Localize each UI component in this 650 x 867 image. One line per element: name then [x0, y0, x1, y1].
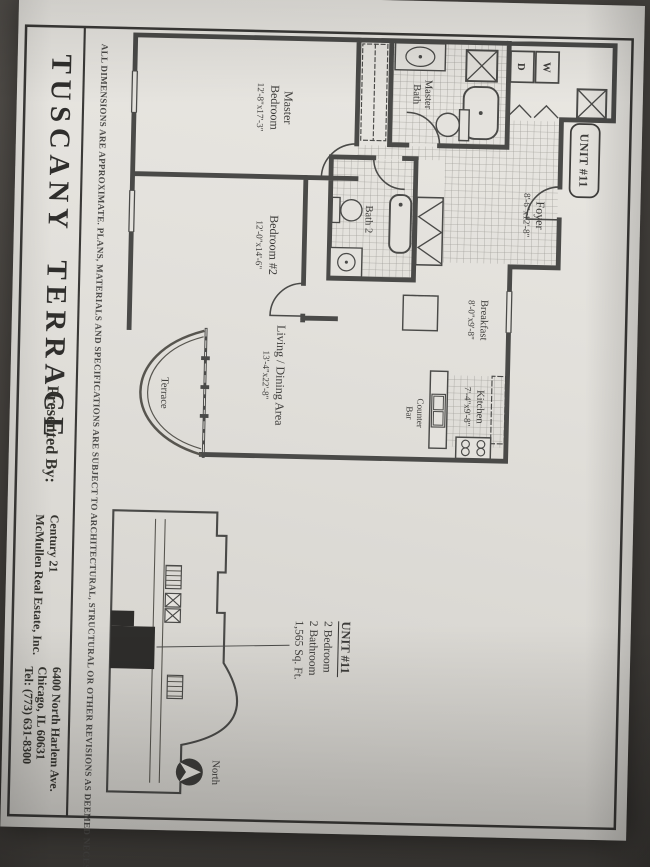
unit-floor-plan: W D — [126, 32, 618, 464]
terrace-railing-inner — [147, 336, 204, 450]
counter-bar-label-line2: Bar — [404, 406, 414, 419]
x-icon — [465, 49, 499, 83]
page-frame — [6, 24, 634, 831]
building-outline — [105, 509, 239, 795]
master-bedroom-label-line2: Bedroom — [267, 85, 282, 131]
bifold-doors-icon — [416, 200, 444, 265]
stairwells — [164, 564, 184, 700]
breakfast-dims: 8'-0"x9'-8" — [466, 300, 477, 340]
bedroom2-label: Bedroom #2 — [266, 215, 281, 275]
window-marks — [126, 70, 515, 334]
unit-badge-box — [568, 123, 601, 199]
key-unit-label: UNIT #11 — [338, 621, 353, 674]
building-key-plan: UNIT #11 2 Bedroom 2 Bathroom 1,565 Sq. … — [105, 509, 353, 795]
toilet-icon — [340, 199, 363, 222]
bedroom2-door-swing — [269, 282, 305, 317]
x-icon — [164, 608, 181, 623]
presented-by-label: Presented By: — [41, 385, 63, 484]
foyer-label: Foyer — [533, 201, 548, 229]
laundry-closet — [506, 50, 561, 119]
north-label: North — [209, 760, 221, 786]
master-bath-label-line2: Bath — [411, 84, 422, 105]
agency-street: 6400 North Harlem Ave. — [47, 666, 64, 792]
master-bedroom-label-line1: Master — [281, 91, 296, 125]
master-bath-label-line1: Master — [422, 80, 434, 110]
foyer-dims: 8'-6"x12'-8" — [521, 193, 532, 238]
master-closet — [360, 43, 389, 142]
terrace-railing-outer — [139, 329, 205, 456]
laundry-bifold-doors — [506, 104, 559, 119]
bath2-label: Bath 2 — [362, 205, 374, 233]
stove-icon — [454, 436, 492, 460]
bath2-door-swing — [373, 157, 405, 191]
unit-leader-line — [156, 644, 290, 648]
entry-door-swing — [525, 186, 561, 221]
toilet-tank-icon — [331, 196, 341, 224]
agency-block: Century 21 McMullen Real Estate, Inc. — [30, 514, 62, 655]
agency-address-block: 6400 North Harlem Ave. Chicago, IL 60631… — [19, 666, 64, 792]
unit-badge-label: UNIT #11 — [576, 133, 591, 187]
x-icon — [164, 592, 182, 608]
bathtub-icon — [388, 194, 413, 254]
key-bathrooms: 2 Bathroom — [306, 621, 319, 676]
bedroom2-dims: 12'-0"x14'-6" — [254, 220, 265, 269]
key-bedrooms: 2 Bedroom — [321, 621, 334, 673]
footer-divider-line — [65, 26, 86, 817]
master-bath-door-swing — [406, 111, 441, 147]
pantry — [401, 294, 439, 332]
coat-closet — [414, 196, 444, 267]
living-dining-dims: 13'-4"x22'-8" — [260, 350, 271, 399]
unit-location-marker — [109, 610, 156, 670]
agency-phone: Tel: (773) 631-8300 — [19, 666, 36, 765]
toilet-tank-icon — [458, 108, 470, 142]
counter-bar-label-line1: Counter — [415, 398, 426, 428]
x-icon — [576, 88, 608, 120]
kitchen-label: Kitchen — [474, 390, 486, 424]
key-unit-underline — [336, 621, 340, 678]
kitchen-fixtures — [401, 294, 507, 460]
dryer-label: D — [515, 63, 526, 71]
breakfast-label: Breakfast — [477, 300, 489, 341]
key-area: 1,565 Sq. Ft. — [292, 620, 305, 680]
kitchen-dims: 7'-4"x9'-8" — [462, 387, 473, 427]
floor-plan-drawing: W D — [6, 24, 634, 831]
chase-x-boxes — [465, 49, 608, 120]
north-arrow-icon — [175, 758, 203, 786]
terrace-structure — [139, 327, 210, 458]
kitchen-tile-floor — [446, 375, 504, 448]
walls — [126, 32, 618, 464]
washer-label: W — [540, 62, 551, 73]
elevator-core — [164, 592, 182, 624]
toilet-icon — [435, 112, 461, 138]
living-dining-label: Living / Dining Area — [272, 325, 288, 426]
kitchen-sink-icon — [430, 393, 447, 428]
bath2-fixtures — [328, 194, 413, 278]
master-bath-fixtures — [394, 41, 500, 142]
master-bedroom-door-swing — [320, 143, 358, 179]
upper-cabinets-dashed — [489, 375, 507, 445]
master-bedroom-dims: 12'-8"x17'-3" — [255, 83, 266, 132]
terrace-label: Terrace — [158, 377, 170, 409]
